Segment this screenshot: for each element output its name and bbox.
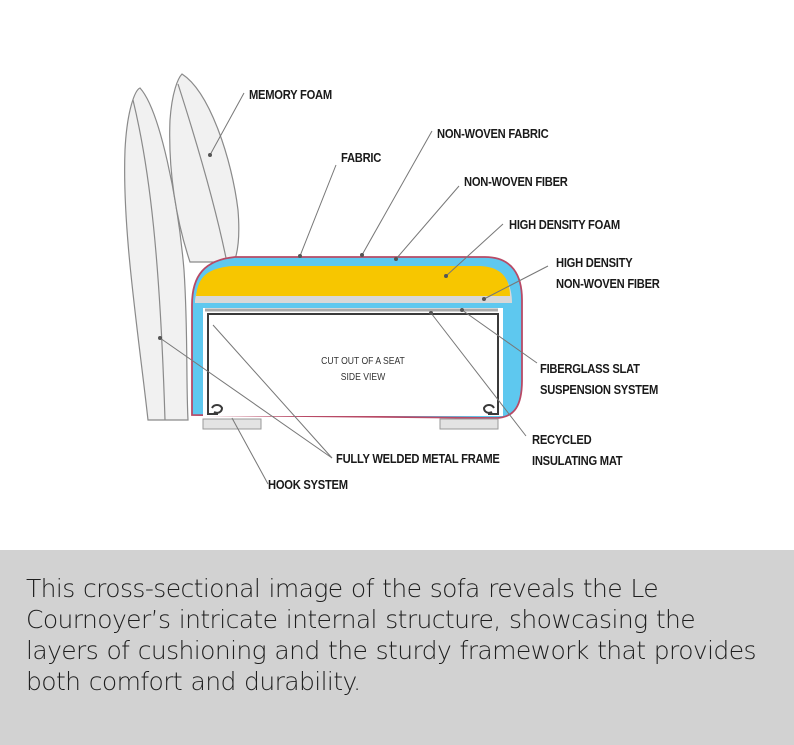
label-recycled-line1: RECYCLED	[532, 432, 592, 447]
label-memory-foam: MEMORY FOAM	[249, 87, 332, 102]
label-high-density-fiber-line2: NON-WOVEN FIBER	[556, 276, 660, 291]
sofa-cross-section-diagram: MEMORY FOAM FABRIC NON-WOVEN FABRIC NON-…	[124, 73, 660, 492]
leader-dots	[158, 153, 486, 340]
label-high-density-foam: HIGH DENSITY FOAM	[509, 217, 620, 232]
label-non-woven-fiber: NON-WOVEN FIBER	[464, 174, 568, 189]
label-fiberglass-line1: FIBERGLASS SLAT	[540, 361, 640, 376]
back-cushion-front-leaf-inner	[177, 83, 227, 259]
high-density-foam-layer	[196, 266, 510, 296]
caption-panel: This cross-sectional image of the sofa r…	[0, 550, 794, 745]
label-cutout-line1: CUT OUT OF A SEAT	[321, 356, 405, 367]
diagram-svg	[124, 73, 549, 485]
label-recycled-line2: INSULATING MAT	[532, 453, 623, 468]
label-high-density-fiber-line1: HIGH DENSITY	[556, 255, 633, 270]
label-non-woven-fabric: NON-WOVEN FABRIC	[437, 126, 549, 141]
back-cushion	[124, 73, 240, 421]
seat-inner-body	[203, 308, 503, 416]
leader-lines	[159, 92, 549, 485]
right-foot	[439, 418, 499, 430]
left-foot	[202, 418, 262, 430]
back-cushion-rear-leaf-inner	[132, 99, 166, 421]
label-hook-system: HOOK SYSTEM	[268, 477, 348, 492]
back-cushion-front-leaf	[169, 73, 240, 263]
label-fabric: FABRIC	[341, 150, 382, 165]
caption-text: This cross-sectional image of the sofa r…	[26, 574, 757, 696]
metal-frame	[207, 313, 499, 415]
label-fiberglass-line2: SUSPENSION SYSTEM	[540, 382, 659, 397]
label-cutout-line2: SIDE VIEW	[340, 372, 386, 383]
label-metal-frame: FULLY WELDED METAL FRAME	[336, 451, 500, 466]
